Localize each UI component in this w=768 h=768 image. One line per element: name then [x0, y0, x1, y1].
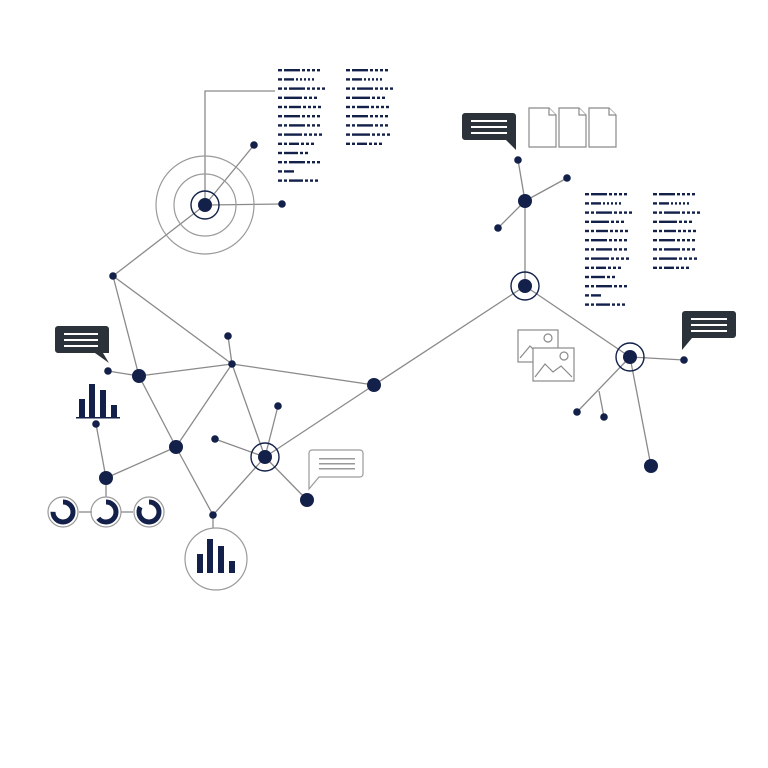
node — [274, 402, 282, 410]
hub-node — [250, 442, 280, 472]
node — [104, 367, 112, 375]
text-lines-block — [585, 193, 700, 306]
node — [99, 471, 113, 485]
hub-node — [510, 271, 540, 301]
text-lines-block — [278, 69, 393, 182]
node — [573, 408, 581, 416]
node — [209, 511, 217, 519]
donut-chart-icon — [47, 496, 79, 528]
speech-bubble-icon — [308, 449, 364, 491]
network-links — [79, 90, 685, 528]
image-icon — [532, 347, 575, 382]
node — [367, 378, 381, 392]
node — [300, 493, 314, 507]
node — [92, 420, 100, 428]
node — [169, 440, 183, 454]
node — [278, 200, 286, 208]
target-icon — [155, 155, 255, 255]
node — [224, 332, 232, 340]
node — [514, 156, 522, 164]
node — [132, 369, 146, 383]
node — [494, 224, 502, 232]
donut-chart-icon — [90, 496, 122, 528]
bar-chart-icon — [76, 384, 120, 419]
node — [644, 459, 658, 473]
speech-bubble-icon — [462, 113, 516, 150]
node — [680, 356, 688, 364]
speech-bubble-icon — [55, 326, 109, 363]
document-icon — [528, 107, 557, 148]
node — [211, 435, 219, 443]
node — [563, 174, 571, 182]
node — [228, 360, 236, 368]
node — [250, 141, 258, 149]
bar-chart-icon — [184, 527, 248, 591]
speech-bubble-icon — [682, 311, 736, 350]
donut-chart-icon — [133, 496, 165, 528]
node — [109, 272, 117, 280]
document-icon — [558, 107, 587, 148]
node — [600, 413, 608, 421]
document-icon — [588, 107, 617, 148]
node — [518, 194, 532, 208]
hub-node — [615, 342, 645, 372]
network-nodes — [92, 141, 688, 519]
